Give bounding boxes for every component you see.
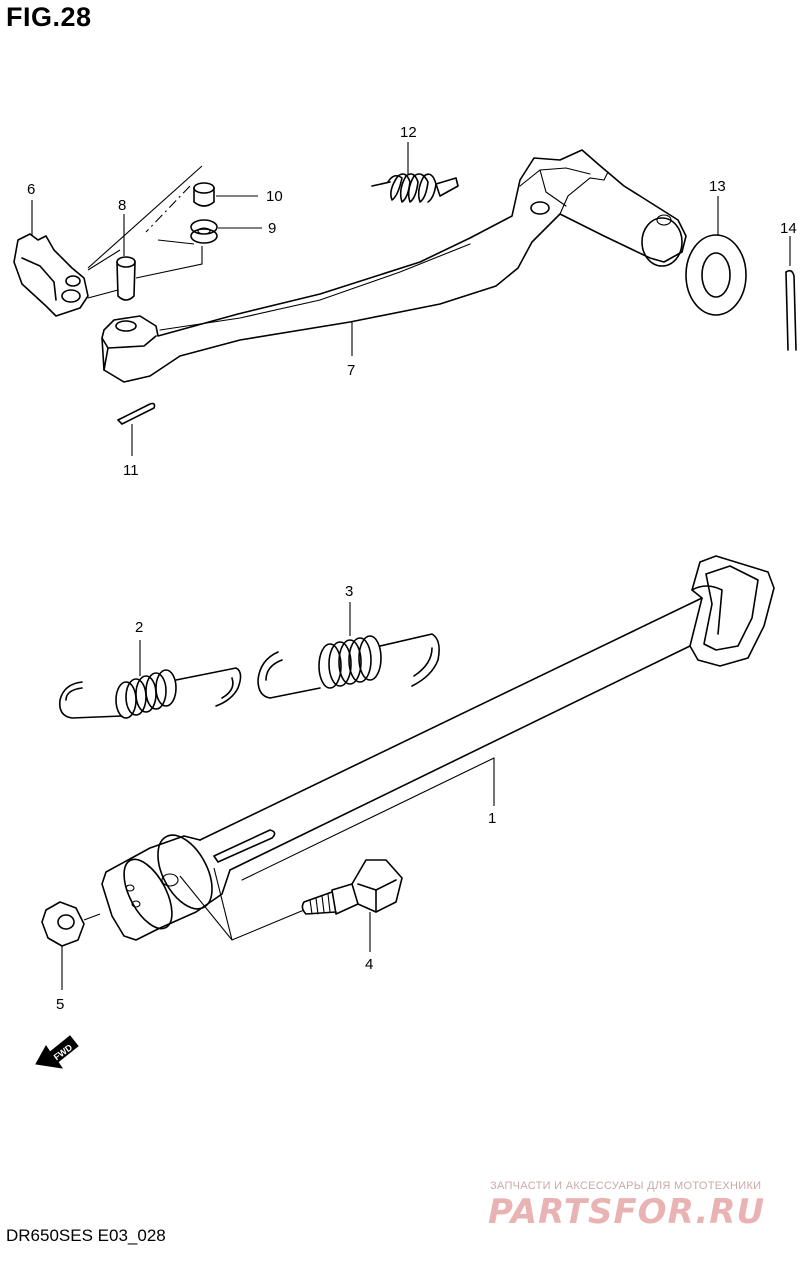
leaders-top-left [31, 165, 262, 299]
callout-13: 13 [709, 178, 726, 195]
callout-6: 6 [27, 181, 35, 198]
callout-9: 9 [268, 220, 276, 237]
figure-title: FIG.28 [6, 2, 92, 32]
watermark-logo: PARTSFOR.RU [488, 1192, 766, 1232]
part-8-pin[interactable] [116, 256, 136, 301]
fwd-arrow-icon: FWD [35, 1035, 79, 1069]
part-1-side-stand[interactable] [101, 555, 775, 941]
part-11-cotter-pin[interactable] [117, 402, 156, 457]
callout-10: 10 [266, 188, 283, 205]
callout-11: 11 [123, 462, 139, 479]
part-4-bolt[interactable] [179, 859, 403, 952]
callout-14: 14 [780, 220, 797, 237]
part-2-spring[interactable] [58, 640, 242, 719]
part-13-washer[interactable] [685, 196, 747, 316]
part-12-spring[interactable] [371, 142, 459, 203]
part-3-spring[interactable] [257, 602, 440, 699]
part-5-nut[interactable] [41, 901, 101, 990]
part-10-bushing[interactable] [193, 182, 215, 207]
part-14-cotter-pin[interactable] [785, 236, 797, 351]
callout-12: 12 [400, 124, 417, 141]
watermark-tagline: ЗАПЧАСТИ И АКСЕССУАРЫ ДЛЯ МОТОТЕХНИКИ [490, 1180, 762, 1192]
callout-4: 4 [365, 956, 373, 973]
callout-3: 3 [345, 583, 353, 600]
figure-code: DR650SES E03_028 [6, 1226, 166, 1245]
part-7-brake-pedal[interactable] [101, 149, 687, 383]
callout-2: 2 [135, 619, 143, 636]
callout-1: 1 [488, 810, 496, 827]
callout-5: 5 [56, 996, 64, 1013]
callout-7: 7 [347, 362, 355, 379]
callout-8: 8 [118, 197, 126, 214]
part-6-bracket[interactable] [13, 233, 89, 317]
part-9-spring-washer[interactable] [190, 219, 218, 244]
